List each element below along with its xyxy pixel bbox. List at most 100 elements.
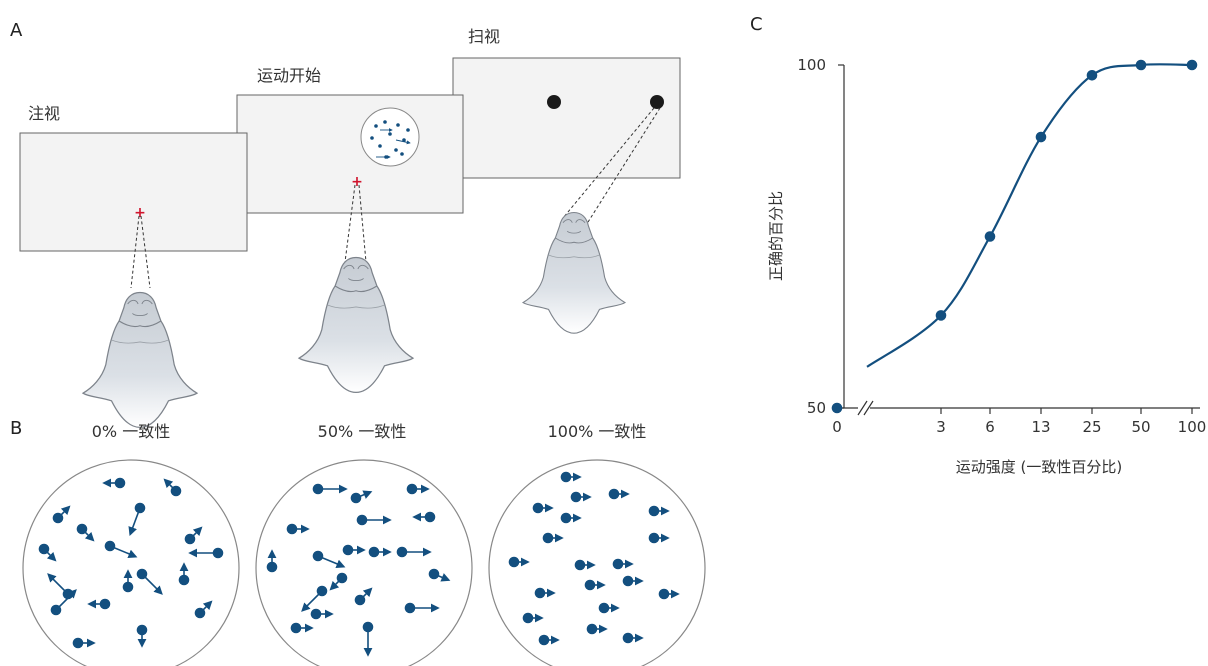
moving-dot	[194, 607, 206, 619]
circle-100-caption: 100% 一致性	[548, 422, 647, 441]
panel-c-label: C	[750, 14, 763, 35]
screen-fixation: 注视 +	[19, 104, 248, 252]
mini-aperture-dots	[370, 120, 410, 159]
mini-aperture	[360, 107, 420, 167]
x-axis-label: 运动强度 (一致性百分比)	[956, 458, 1122, 476]
moving-dot	[538, 634, 550, 646]
aperture-100	[488, 459, 706, 666]
screen-saccade-caption: 扫视	[468, 27, 500, 46]
moving-dot	[310, 608, 322, 620]
moving-dot	[286, 523, 298, 535]
aperture-100-dots	[508, 471, 680, 646]
target-left-dot	[547, 95, 561, 109]
moving-dot	[396, 546, 408, 558]
screen-saccade-frame	[452, 57, 681, 179]
moving-dot	[136, 568, 148, 580]
aperture-50-circle	[255, 459, 473, 666]
monkey-head-2	[298, 256, 414, 394]
data-point	[1086, 69, 1098, 81]
moving-dot	[608, 488, 620, 500]
circle-0-caption: 0% 一致性	[92, 422, 170, 441]
circle-50-caption: 50% 一致性	[318, 422, 407, 441]
aperture-0	[22, 459, 240, 666]
moving-dot	[50, 604, 62, 616]
moving-dot	[266, 561, 278, 573]
moving-dot	[560, 512, 572, 524]
moving-dot	[570, 491, 582, 503]
x-tick-label: 3	[936, 418, 946, 436]
moving-dot	[542, 532, 554, 544]
target-right-dot	[650, 95, 664, 109]
moving-dot	[648, 532, 660, 544]
moving-dot	[362, 621, 374, 633]
axis-break-mark	[857, 400, 868, 416]
x-tick-label: 100	[1178, 418, 1207, 436]
moving-dot	[99, 598, 111, 610]
screen-fixation-caption: 注视	[28, 104, 60, 123]
data-point	[935, 310, 947, 321]
moving-dot	[122, 581, 134, 593]
panel-a: A 扫视 运动开始 +	[10, 20, 681, 429]
moving-dot	[622, 575, 634, 587]
moving-dot	[350, 492, 362, 504]
y-tick-label: 100	[797, 56, 826, 74]
mini-aperture-arrows	[376, 128, 411, 159]
aperture-0-circle	[22, 459, 240, 666]
moving-dot	[586, 623, 598, 635]
moving-dot	[534, 587, 546, 599]
moving-dot	[622, 632, 634, 644]
fixation-cross-1: +	[134, 205, 146, 221]
gaze-lines	[130, 107, 661, 289]
moving-dot	[356, 514, 368, 526]
moving-dot	[342, 544, 354, 556]
moving-dot	[522, 612, 534, 624]
moving-dot	[290, 622, 302, 634]
axis-break-mark	[863, 400, 874, 416]
aperture-100-circle	[488, 459, 706, 666]
aperture-0-dots	[38, 477, 224, 649]
moving-dot	[114, 477, 126, 489]
moving-dot	[76, 523, 88, 535]
moving-dot	[134, 502, 146, 514]
data-point	[984, 231, 996, 242]
moving-dot	[424, 511, 436, 523]
data-point	[1035, 131, 1047, 143]
y-axis-label: 正确的百分比	[767, 191, 785, 281]
screen-saccade: 扫视	[452, 27, 681, 179]
screen-motion-caption: 运动开始	[257, 66, 321, 85]
moving-dot	[404, 602, 416, 614]
fixation-cross-2: +	[351, 174, 363, 190]
moving-dot	[532, 502, 544, 514]
data-point	[831, 402, 843, 414]
x-tick-label: 0	[832, 418, 842, 436]
moving-dot	[312, 550, 324, 562]
moving-dot	[184, 533, 196, 545]
screen-fixation-frame	[19, 132, 248, 252]
x-tick-label: 25	[1082, 418, 1101, 436]
monkey-head-1	[82, 291, 198, 429]
moving-dot	[104, 540, 116, 552]
moving-dot	[428, 568, 440, 580]
moving-dot	[560, 471, 572, 483]
monkey-head-3	[522, 211, 626, 334]
moving-dot	[170, 485, 182, 497]
moving-dot	[136, 624, 148, 636]
panel-a-label: A	[10, 20, 23, 41]
moving-dot	[212, 547, 224, 559]
aperture-50	[255, 459, 473, 666]
moving-dot	[508, 556, 520, 568]
panel-b-label: B	[10, 418, 22, 439]
moving-dot	[178, 574, 190, 586]
moving-dot	[312, 483, 324, 495]
aperture-50-dots	[266, 483, 451, 657]
moving-dot	[574, 559, 586, 571]
screen-motion-onset: 运动开始 +	[236, 66, 464, 214]
moving-dot	[52, 512, 64, 524]
data-point	[1135, 59, 1147, 71]
moving-dot	[598, 602, 610, 614]
moving-dot	[406, 483, 418, 495]
x-tick-label: 6	[985, 418, 995, 436]
